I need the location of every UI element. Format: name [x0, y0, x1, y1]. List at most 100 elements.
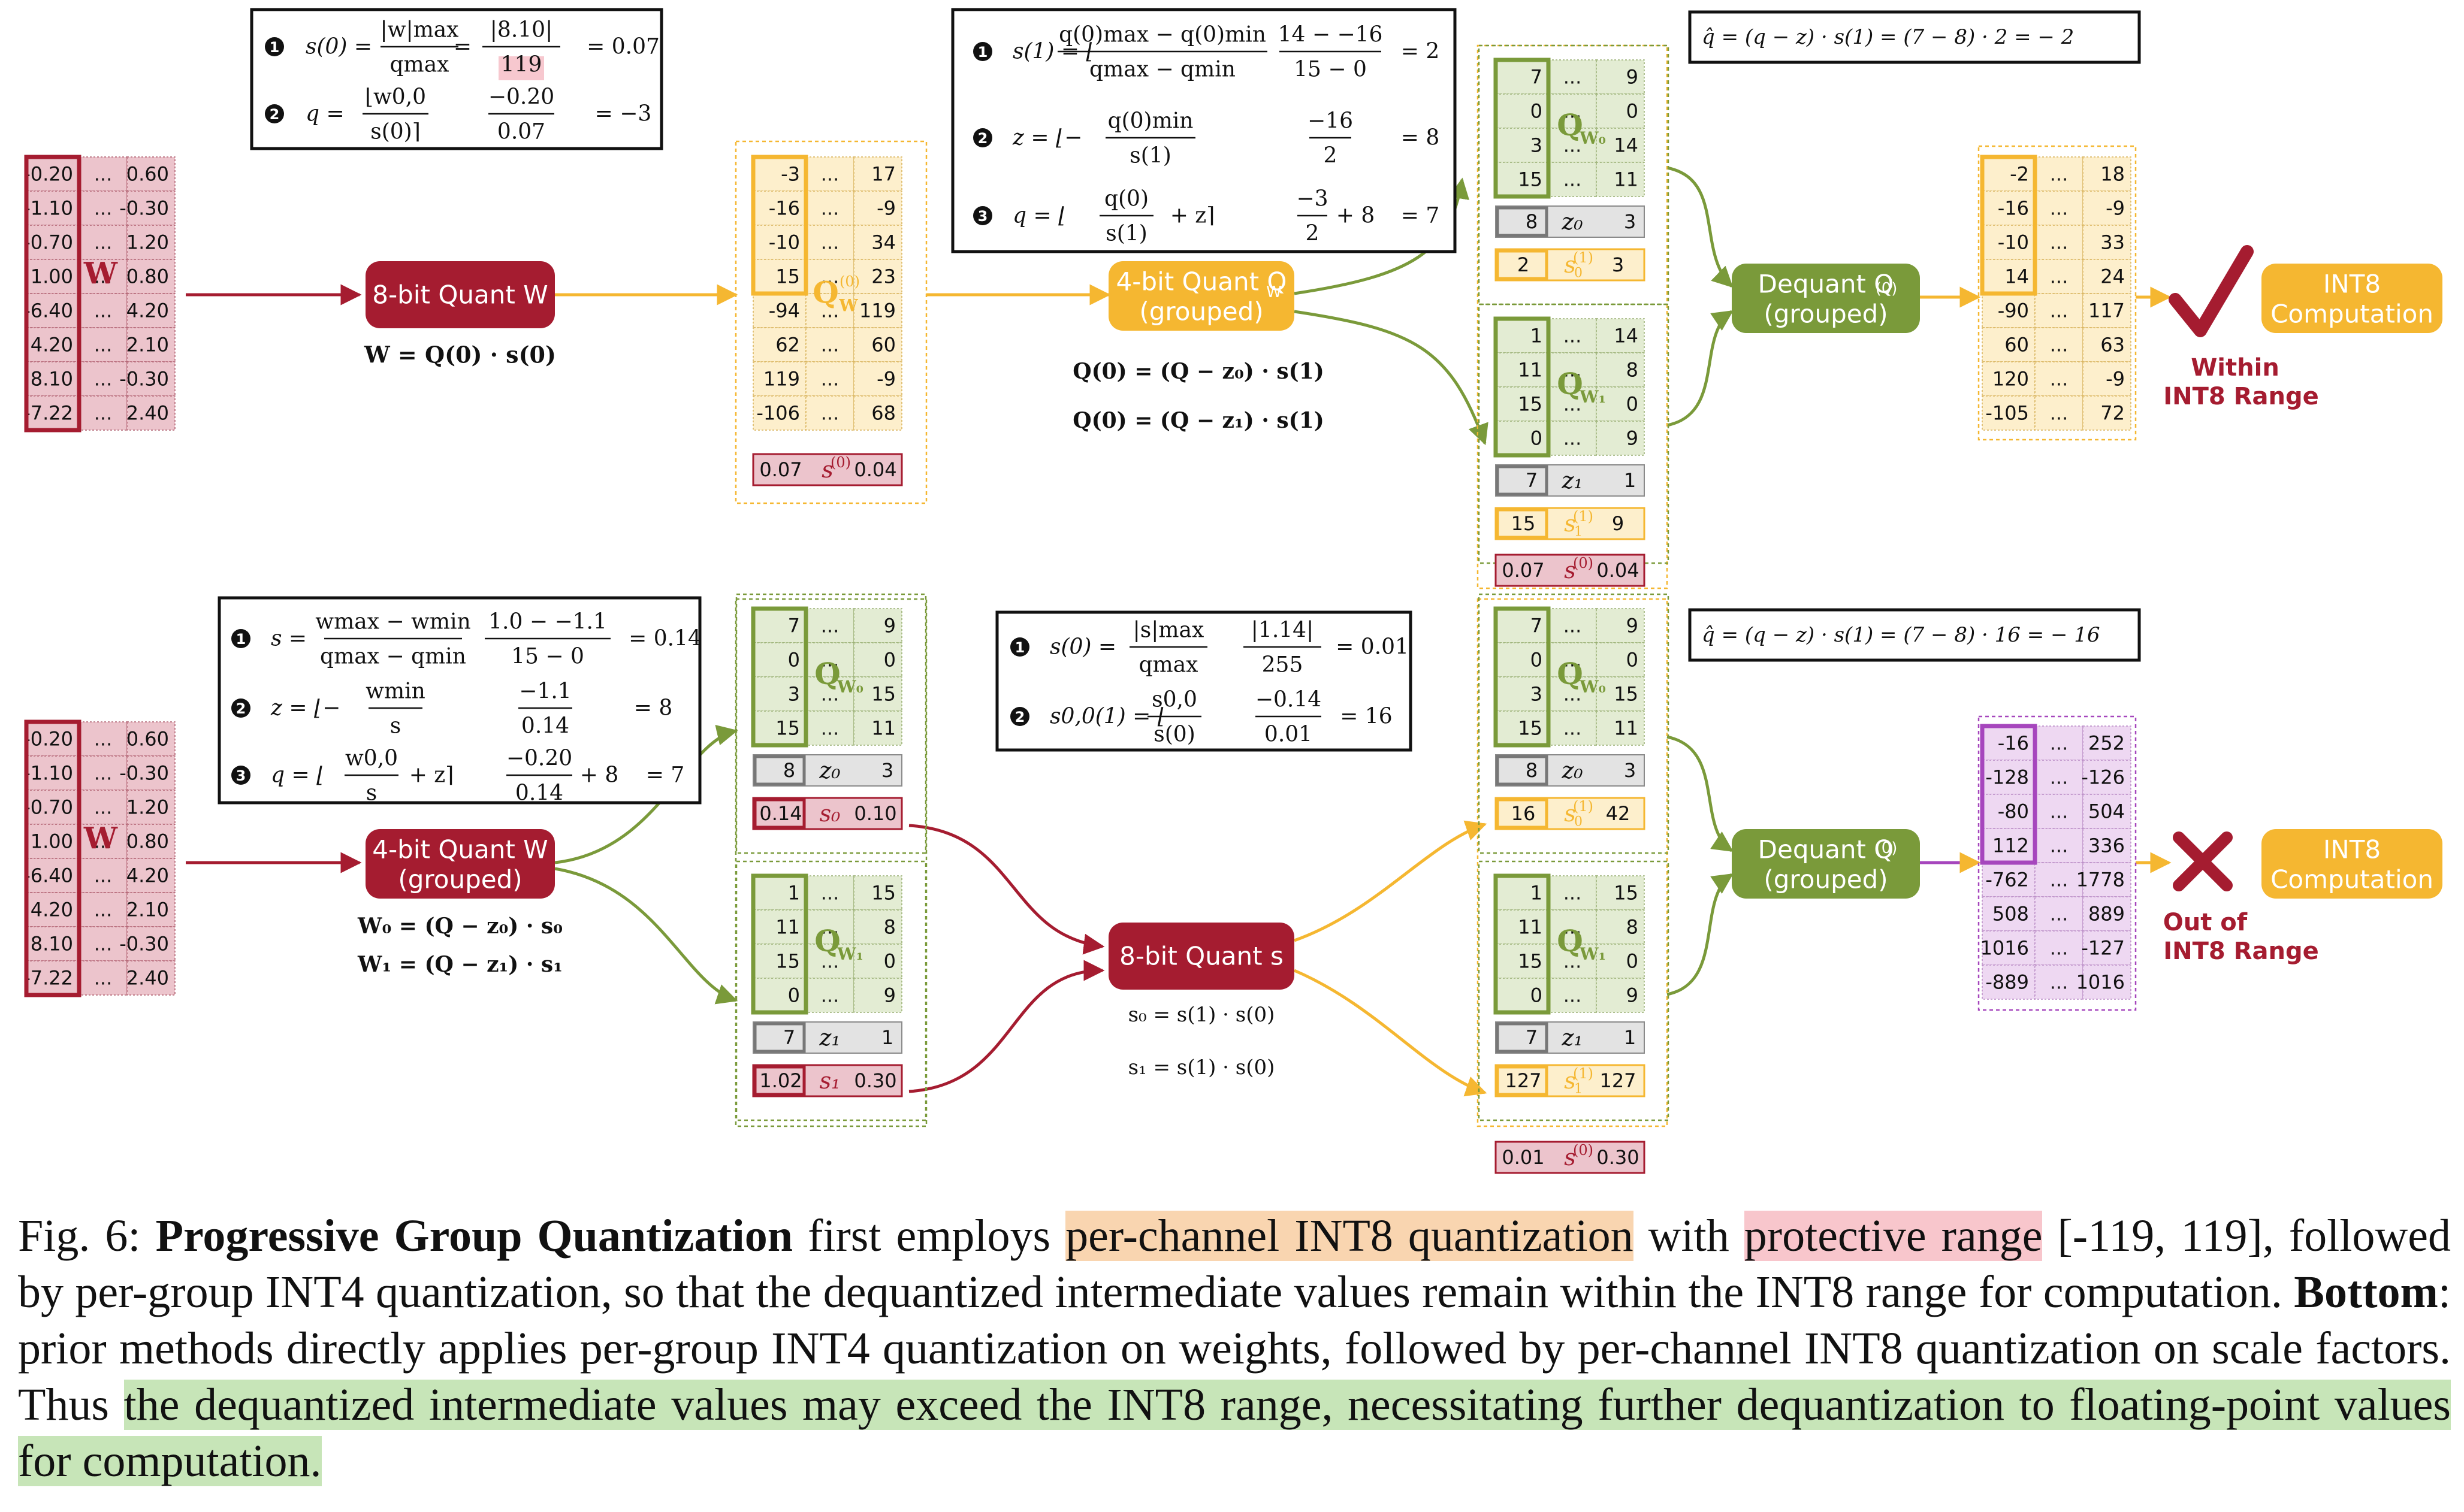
- qw1-br-value: 0: [1530, 984, 1542, 1007]
- dq-bot-value: -16: [1998, 732, 2029, 755]
- w-bot-value: ...: [94, 899, 113, 921]
- arrow-s1-to-quant8-bot: [908, 960, 1105, 1093]
- dq-top-value: ...: [2050, 334, 2069, 356]
- qw1-bl-z-outline: [753, 1022, 806, 1053]
- qw-top-scale-label-sup: (0): [831, 454, 851, 471]
- qw1-bl-value: ...: [821, 984, 840, 1007]
- qw-top-value: -9: [877, 197, 896, 220]
- dq-top-value: -16: [1998, 197, 2029, 220]
- qw1-top-label: Q: [1557, 366, 1583, 401]
- dq-bot-cell: [1982, 794, 2036, 829]
- dq-top-cell: [2082, 259, 2131, 294]
- op-dequant-top-glyph: (0): [1876, 280, 1898, 298]
- tl-l1-eq: =: [454, 35, 472, 59]
- w-bot-value: ...: [94, 830, 113, 853]
- w-top-value: 4.20: [31, 334, 73, 356]
- qw1-bl-cell: [753, 909, 807, 945]
- qw1-br-z-right: 1: [1624, 1026, 1636, 1049]
- dq-top-cell: [1982, 259, 2036, 294]
- qw1-top-cell: [1596, 421, 1645, 456]
- dq-top-value: ...: [2050, 231, 2069, 254]
- qw1-bl-outline: [751, 873, 808, 1015]
- qw-top-outline: [751, 155, 808, 296]
- qw0-top-s-row-label-sub: 0: [1574, 266, 1583, 281]
- qw0-br-s-row: [1494, 797, 1645, 830]
- br-outer: [1476, 598, 1668, 1127]
- bl-bullet-2-num: 2: [236, 700, 246, 717]
- qw-top-value: ...: [821, 265, 840, 288]
- bl-l2-lhs: z = ⌊−: [270, 696, 340, 721]
- top-right-scale: [1494, 554, 1645, 587]
- dq-bot-value: 504: [2088, 800, 2125, 823]
- qw0-br-label: Q: [1557, 656, 1583, 691]
- w-bot-value: -0.70: [23, 796, 73, 819]
- arrow-quant4-to-qw1-bl: [554, 867, 738, 1005]
- qw0-top-cell: [1495, 162, 1549, 197]
- op-quant4-top-label-1: 4-bit Quant Q: [1116, 267, 1287, 297]
- caption-text-2: with: [1633, 1211, 1744, 1261]
- dq-top-value: -2: [2010, 163, 2029, 186]
- qw-top-value: -106: [756, 402, 800, 425]
- qw0-bl-value: 3: [788, 683, 800, 706]
- qw1-br-cell: [1548, 875, 1597, 911]
- tm-l3-frac2-num: −3: [1296, 187, 1328, 211]
- top-right-scale-right: 0.04: [1596, 559, 1639, 582]
- qw1-br-value: ...: [1563, 984, 1582, 1007]
- dq-top-cell: [1982, 327, 2036, 362]
- dq-bot-cell: [2034, 760, 2083, 795]
- qw1-br-s-row-left: 127: [1505, 1069, 1541, 1092]
- qw1-top-cell: [1495, 386, 1549, 422]
- check-icon: [2169, 245, 2254, 337]
- qw1-br-s-row-label-sup: (1): [1573, 1065, 1593, 1082]
- dq-bot-cell: [2034, 964, 2083, 1000]
- tm-l2-frac1-num: q(0)min: [1108, 109, 1194, 134]
- formulas-layer: W = Q(0) · s(0)Q(0) = (Q − z₀) · s(1)Q(0…: [218, 8, 2141, 1079]
- tm-l2-lhs: z = ⌊−: [1012, 126, 1082, 150]
- bl-l2-frac2-num: −1.1: [519, 679, 571, 704]
- qw0-top-cell: [1548, 59, 1597, 95]
- arrow-quant4-to-qw1-top: [1294, 310, 1488, 446]
- dq-top-value: ...: [2050, 265, 2069, 288]
- dq-bot-cell: [1982, 964, 2036, 1000]
- qw0-bl-value: ...: [821, 615, 840, 637]
- eq-top-8bit: W = Q(0) · s(0): [364, 341, 556, 368]
- dq-bot-group: [1977, 715, 2137, 1011]
- dq-bot-value: 112: [1992, 834, 2029, 857]
- qw0-top-value: ...: [1563, 66, 1582, 89]
- op-int8-bot-label-1: INT8: [2323, 835, 2381, 864]
- qw0-br-value: 15: [1518, 717, 1542, 740]
- w-top-value: ...: [94, 231, 113, 254]
- qw0-bl-s-row-left: 0.14: [759, 802, 802, 825]
- dq-bot-value: 336: [2088, 834, 2125, 857]
- w-bot-value: ...: [94, 967, 113, 990]
- w-bot-cell: [78, 892, 128, 927]
- op-quant4-top: [1109, 261, 1294, 331]
- qw0-br-label-sub: W₀: [1579, 677, 1606, 697]
- qw1-bl-cell: [853, 944, 902, 979]
- tm-bullet-2-num: 2: [978, 130, 988, 147]
- qw-top-value: ...: [821, 197, 840, 220]
- w-bot-cell: [26, 790, 80, 825]
- tm-l1-res: = 2: [1401, 40, 1440, 64]
- qw1-bl-value: 0: [788, 984, 800, 1007]
- w-bot-cell: [78, 790, 128, 825]
- w-top-value: ...: [94, 300, 113, 322]
- qw0-top-s-row: [1494, 248, 1645, 282]
- qw0-br-value: ...: [1563, 615, 1582, 637]
- qw-top-label-sup: (0): [840, 273, 860, 290]
- qw0-top-value: 11: [1614, 168, 1638, 191]
- qw0-br-z-label: z₀: [1561, 757, 1583, 784]
- bm-l1-frac1-den: qmax: [1139, 653, 1198, 678]
- qw1-top-z-right: 1: [1624, 469, 1636, 492]
- tl-l1-lhs: s(0) =: [306, 35, 372, 59]
- tm-l3-res: = 7: [1401, 204, 1440, 228]
- qw1-bl-value: 15: [871, 882, 896, 905]
- formula-box-top-left: [250, 8, 663, 150]
- w-bot-cell: [126, 790, 176, 825]
- qw1-br-s-row-label: s: [1564, 1068, 1576, 1094]
- w-bot-value: -0.30: [119, 762, 169, 785]
- tl-l1-frac2-den: 119: [501, 53, 542, 77]
- qw-top-value: ...: [821, 231, 840, 254]
- qw0-bl-z-left: 8: [783, 759, 795, 782]
